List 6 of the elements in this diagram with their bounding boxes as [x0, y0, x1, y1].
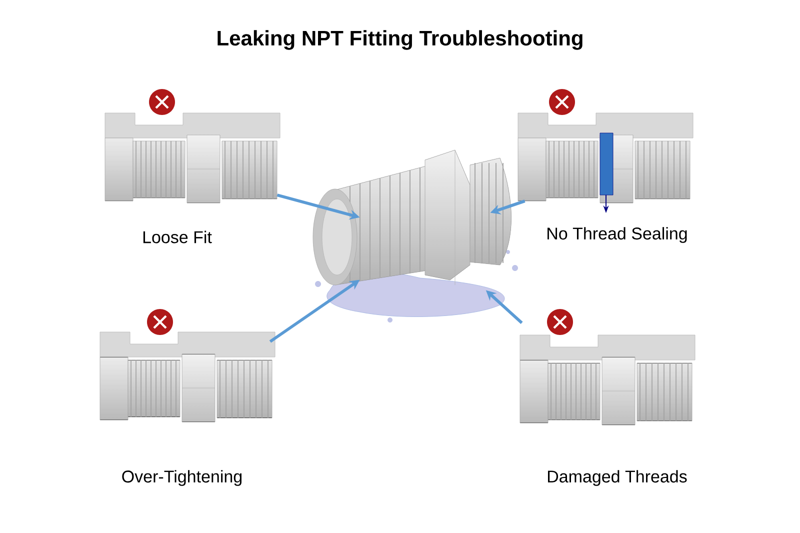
- caption-label: Loose Fit: [143, 230, 212, 244]
- caption-label: No Thread Sealing: [548, 227, 687, 243]
- title: Leaking NPT Fitting Troubleshooting: [218, 30, 582, 50]
- caption-label: Damaged Threads: [548, 470, 687, 486]
- pipe-nipple-drawing: [312, 150, 518, 322]
- caption-label: Over-Tightening: [122, 470, 242, 486]
